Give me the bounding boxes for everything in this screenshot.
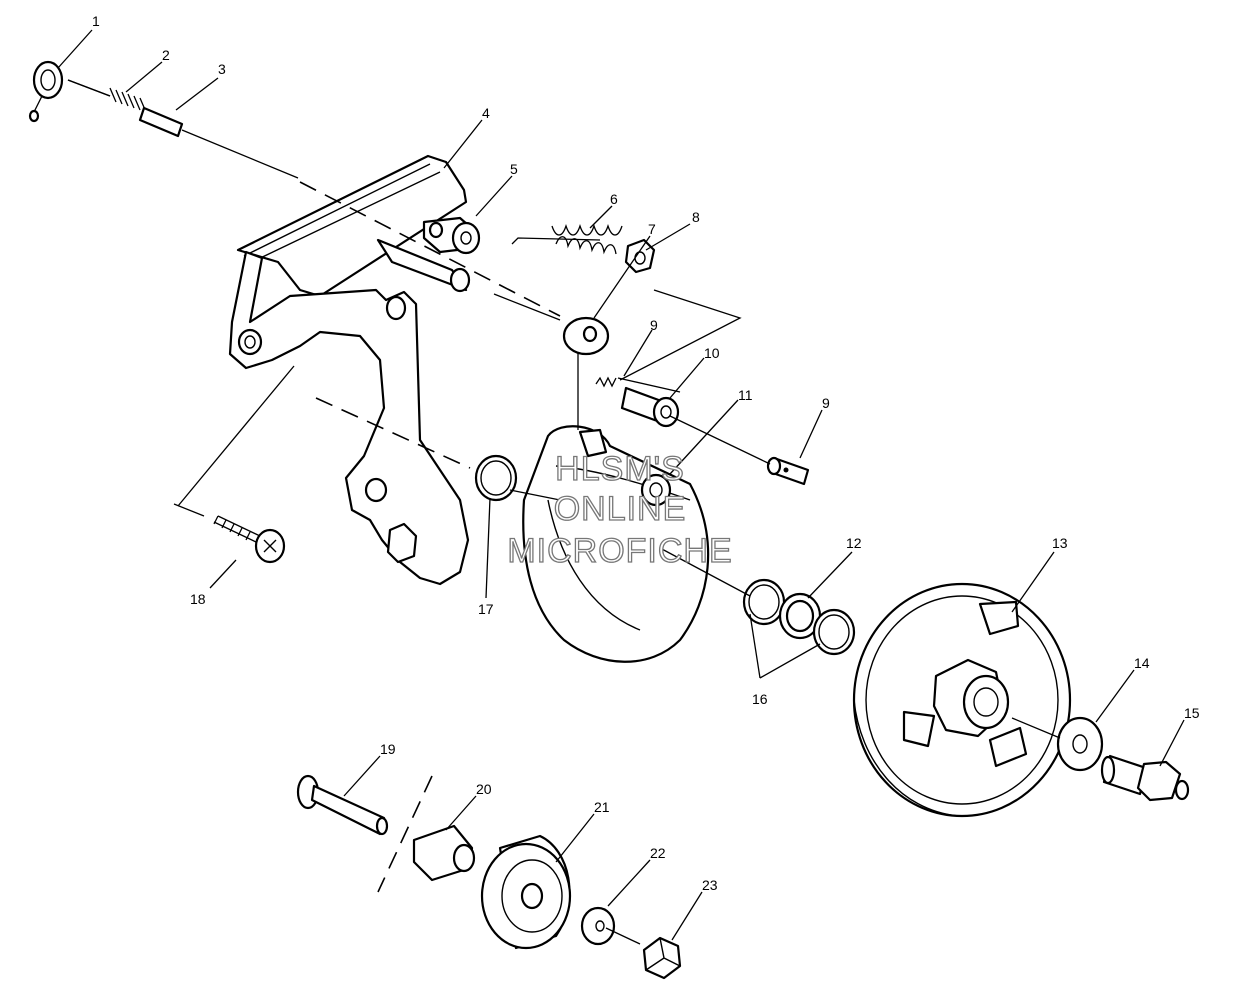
callout-8: 8 xyxy=(692,209,700,225)
callout-12: 12 xyxy=(846,535,862,551)
callout-19: 19 xyxy=(380,741,396,757)
part-17-o-ring xyxy=(474,454,518,502)
callout-1: 1 xyxy=(92,13,100,29)
part-14-washer xyxy=(1056,716,1104,772)
assembly-lines xyxy=(173,181,1061,945)
part-6-spring xyxy=(551,223,623,255)
part-15-bolt xyxy=(1100,754,1190,802)
callout-17: 17 xyxy=(478,601,494,617)
callout-23: 23 xyxy=(702,877,718,893)
callout-20: 20 xyxy=(476,781,492,797)
callout-22: 22 xyxy=(650,845,666,861)
callout-labels: 1 2 3 4 5 6 7 8 9 10 11 9 12 13 14 15 16… xyxy=(92,13,1200,893)
callout-14: 14 xyxy=(1134,655,1150,671)
watermark: HLSM'S ONLINE MICROFICHE xyxy=(507,449,733,570)
part-13-clutch-drum xyxy=(852,582,1072,818)
callout-21: 21 xyxy=(594,799,610,815)
callout-15: 15 xyxy=(1184,705,1200,721)
callout-9a: 9 xyxy=(650,317,658,333)
part-22-washer xyxy=(580,906,616,946)
callout-16: 16 xyxy=(752,691,768,707)
leader-lines xyxy=(57,29,1185,941)
watermark-line-2: ONLINE xyxy=(554,490,687,528)
part-11-brake-band xyxy=(522,425,710,663)
part-23-hex-nut xyxy=(642,936,682,980)
callout-9b: 9 xyxy=(822,395,830,411)
part-10-adjuster xyxy=(620,386,680,428)
part-18-screw xyxy=(213,515,286,564)
part-5-bushing xyxy=(422,216,481,255)
watermark-line-1: HLSM'S xyxy=(555,450,685,488)
callout-11: 11 xyxy=(738,387,753,403)
part-3-cable-sleeve xyxy=(138,106,299,179)
callout-7: 7 xyxy=(648,221,656,237)
part-12-bearing xyxy=(778,592,822,640)
callout-4: 4 xyxy=(482,105,490,121)
part-9-pin xyxy=(766,456,810,486)
callout-5: 5 xyxy=(510,161,518,177)
part-20-spacer xyxy=(412,824,476,882)
callout-6: 6 xyxy=(610,191,618,207)
part-1-cable-end-ring xyxy=(28,60,64,123)
part-7-washer xyxy=(562,316,610,356)
part-8-nut xyxy=(624,238,656,274)
part-9-set-screw xyxy=(595,376,617,388)
callout-18: 18 xyxy=(190,591,206,607)
callout-10: 10 xyxy=(704,345,720,361)
part-19-long-bolt xyxy=(296,774,389,836)
watermark-line-3: MICROFICHE xyxy=(507,532,732,570)
part-2-cable-spring xyxy=(67,79,147,113)
callout-3: 3 xyxy=(218,61,226,77)
part-16-thrust-washer-right xyxy=(812,608,856,656)
callout-2: 2 xyxy=(162,47,170,63)
part-4-brake-bracket xyxy=(228,154,471,586)
callout-13: 13 xyxy=(1052,535,1068,551)
part-21-idler-pulley xyxy=(480,834,572,950)
